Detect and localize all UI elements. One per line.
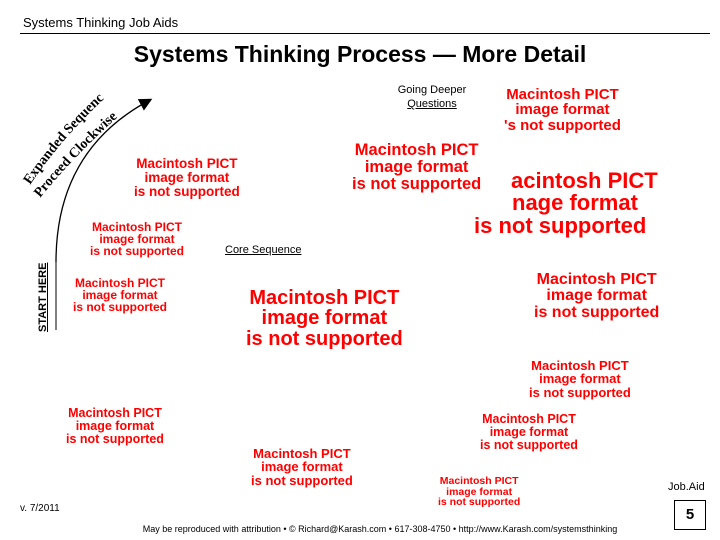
pict-placeholder: Macintosh PICT image format is not suppo… bbox=[73, 276, 167, 315]
pict-placeholder: Macintosh PICT image format is not suppo… bbox=[529, 358, 631, 400]
pict-placeholder: Macintosh PICT image format is not suppo… bbox=[480, 412, 578, 452]
pict-placeholder: Macintosh PICT image format is not suppo… bbox=[90, 220, 184, 259]
footer-text: May be reproduced with attribution • © R… bbox=[142, 524, 618, 534]
start-here-label: START HERE bbox=[37, 262, 49, 332]
pict-placeholder: Macintosh PICT image format is not suppo… bbox=[66, 406, 164, 446]
pict-placeholder: Macintosh PICT image format is not suppo… bbox=[438, 475, 521, 509]
pict-placeholder: Macintosh PICT image format is not suppo… bbox=[534, 271, 660, 321]
header-title: Systems Thinking Job Aids bbox=[23, 15, 179, 30]
pict-placeholder: Macintosh PICT image format is not suppo… bbox=[134, 156, 240, 199]
job-aid-label: Job.Aid bbox=[668, 481, 705, 493]
pict-placeholder: Macintosh PICT image format is not suppo… bbox=[352, 141, 482, 193]
version-label: v. 7/2011 bbox=[20, 503, 60, 514]
going-deeper-line1: Going Deeper bbox=[397, 84, 467, 96]
pict-placeholder: Macintosh PICT image format is not suppo… bbox=[251, 446, 353, 488]
core-sequence-label: Core Sequence bbox=[225, 244, 302, 256]
pict-placeholder: Macintosh PICT image format is not suppo… bbox=[246, 287, 403, 350]
going-deeper-line2: Questions bbox=[407, 98, 457, 110]
page-title: Systems Thinking Process — More Detail bbox=[133, 41, 587, 67]
pict-placeholder: acintosh PICT nage format is not support… bbox=[474, 168, 658, 238]
page-number: 5 bbox=[674, 500, 706, 530]
expanded-sequence-arrow bbox=[55, 98, 153, 263]
arc-label-line1: Expanded Sequence: bbox=[0, 0, 107, 187]
header-rule bbox=[20, 33, 710, 34]
pict-placeholder: Macintosh PICT image format 's not suppo… bbox=[504, 86, 621, 134]
footer-attribution: May be reproduced with attribution • © R… bbox=[0, 524, 720, 534]
going-deeper-label: Going Deeper Questions bbox=[378, 83, 486, 111]
